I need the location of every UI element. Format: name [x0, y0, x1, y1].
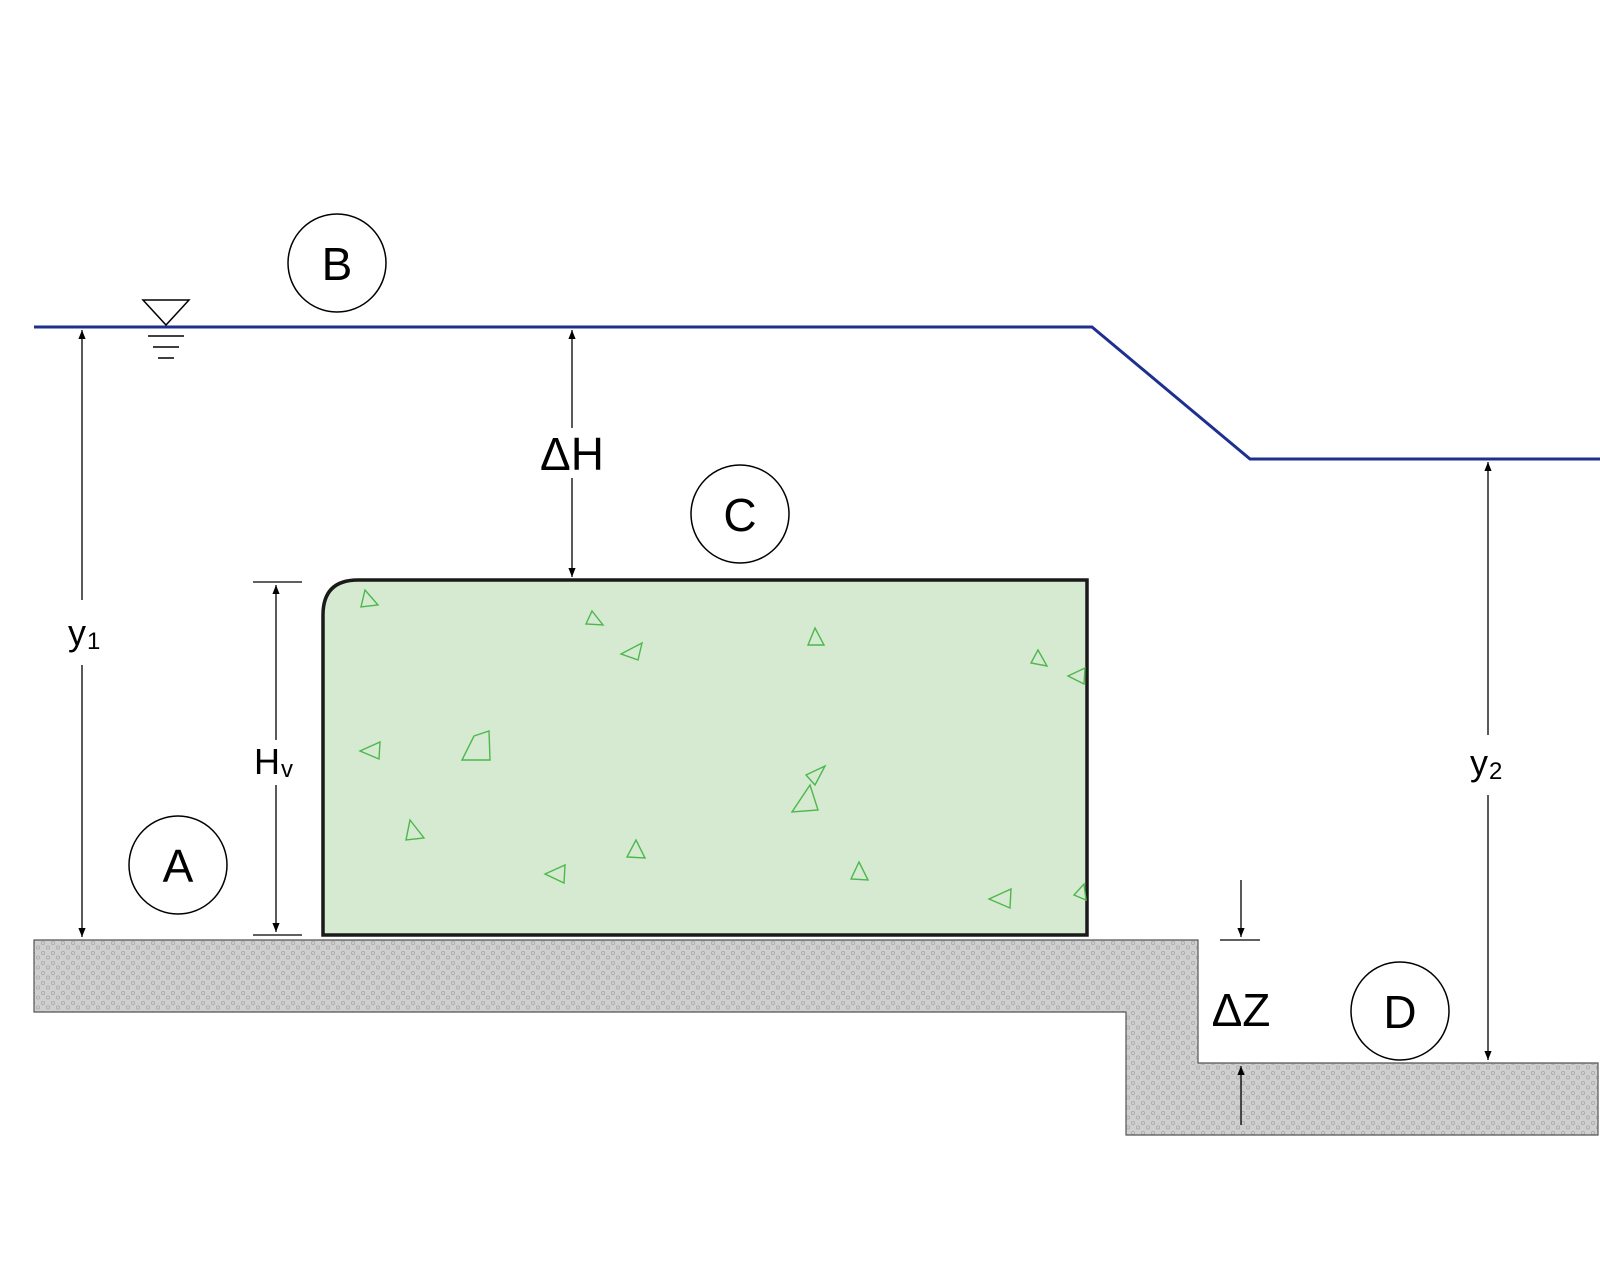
svg-text:A: A [163, 840, 194, 892]
water-surface-triangle-icon [141, 299, 191, 359]
point-label-c: C [690, 464, 790, 564]
svg-text:C: C [723, 489, 756, 541]
dimension-label-hv: Hv [254, 741, 293, 783]
dimension-label-delta-z: ΔZ [1212, 984, 1271, 1036]
point-label-d: D [1350, 961, 1450, 1061]
dimension-label-delta-h: ΔH [540, 428, 604, 480]
weir-block [321, 578, 1089, 937]
dimension-label-y2: y2 [1470, 742, 1502, 785]
dimension-hv [253, 581, 302, 936]
svg-text:D: D [1383, 986, 1416, 1038]
dimension-label-y1: y1 [68, 612, 100, 655]
svg-text:B: B [322, 238, 353, 290]
point-label-b: B [287, 213, 387, 313]
channel-bed-upstream [33, 939, 1599, 1136]
point-label-a: A [128, 815, 228, 915]
dimension-delta-z [1220, 880, 1260, 1125]
water-surface-line [34, 325, 1600, 461]
weir-texture [358, 588, 1087, 910]
